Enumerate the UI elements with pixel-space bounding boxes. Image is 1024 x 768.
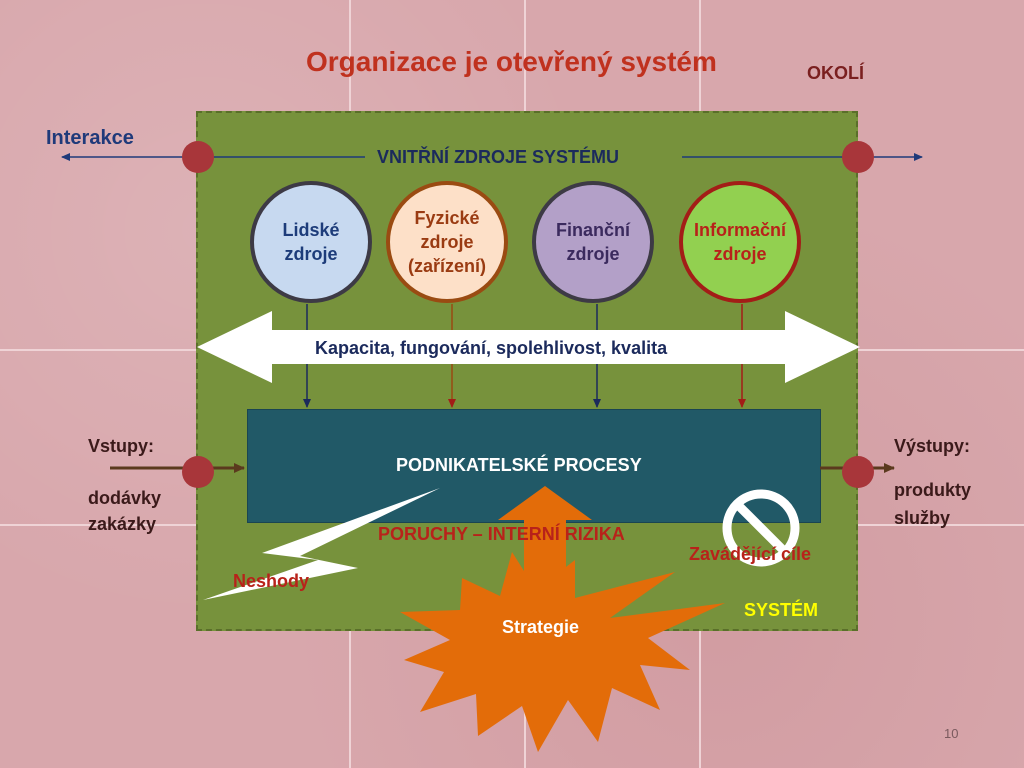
page-number: 10 (944, 726, 959, 741)
resource-circle-human: Lidské zdroje (250, 181, 372, 303)
resource-label-line: Informační (693, 219, 786, 240)
resource-label-line: (zařízení) (407, 256, 486, 277)
resource-circle-information: Informační zdroje (679, 181, 801, 303)
resource-label-line: zdroje (713, 244, 767, 264)
nonconformities-label: Neshody (233, 571, 310, 591)
boundary-node-top-left (182, 141, 214, 173)
interaction-label: Interakce (46, 127, 134, 149)
resource-label-line: Lidské (282, 219, 340, 240)
strategy-explosion-shape (400, 552, 725, 752)
output-item: produkty (894, 480, 972, 500)
system-label: SYSTÉM (744, 600, 819, 620)
capacity-label: Kapacita, fungování, spolehlivost, kvali… (315, 338, 668, 358)
boundary-node-right (842, 456, 874, 488)
resource-label-line: Finanční (555, 219, 630, 240)
resource-label-line: zdroje (420, 231, 474, 252)
input-item: dodávky (88, 488, 162, 508)
risks-label: PORUCHY – INTERNÍ RIZIKA (378, 524, 625, 544)
internal-resources-label: VNITŘNÍ ZDROJE SYSTÉMU (377, 147, 620, 167)
environment-label: OKOLÍ (807, 63, 864, 83)
outputs-label: Výstupy: (894, 436, 971, 456)
prohibition-icon (722, 489, 800, 567)
strategy-up-arrow (498, 486, 592, 600)
inputs-label: Vstupy: (88, 436, 155, 456)
resource-label-line: zdroje (566, 244, 620, 264)
input-item: zakázky (88, 514, 157, 534)
strategy-label: Strategie (502, 617, 580, 637)
boundary-node-top-right (842, 141, 874, 173)
resource-label-line: zdroje (284, 244, 338, 264)
resource-circle-financial: Finanční zdroje (532, 181, 654, 303)
misleading-goals-label: Zavádějící cíle (689, 544, 812, 564)
page-title: Organizace je otevřený systém (306, 46, 717, 77)
resource-circle-physical: Fyzické zdroje (zařízení) (386, 181, 508, 303)
resource-label-line: Fyzické (414, 207, 480, 228)
boundary-node-left (182, 456, 214, 488)
capacity-double-arrow (197, 311, 860, 383)
business-processes-label: PODNIKATELSKÉ PROCESY (396, 455, 642, 475)
lightning-bolt-icon (203, 488, 440, 600)
output-item: služby (894, 508, 951, 528)
